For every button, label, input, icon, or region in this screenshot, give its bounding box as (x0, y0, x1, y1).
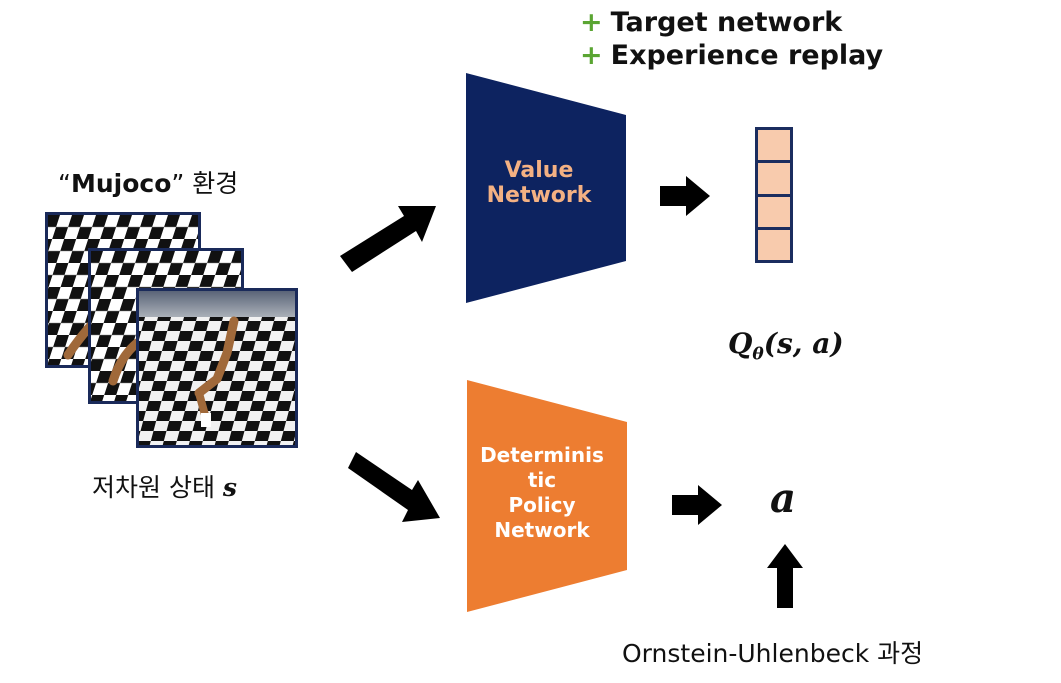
action-symbol: a (770, 475, 796, 522)
state-symbol: s (222, 473, 237, 502)
plus-icon: + (580, 40, 603, 71)
environment-label: “Mujoco” 환경 (58, 169, 239, 198)
q-value-vector (755, 127, 793, 263)
experience-replay-label: +Experience replay (580, 40, 884, 71)
q-value-cell (758, 130, 790, 161)
arrow-to-action-icon (672, 485, 722, 525)
policy-network-label: Determinis tic Policy Network (480, 443, 604, 542)
q-function-label: Qθ(s, a) (728, 327, 844, 365)
state-label: 저차원 상태 s (92, 473, 237, 502)
q-value-cell (758, 163, 790, 194)
target-network-label: +Target network (580, 7, 843, 38)
noise-arrow-up-icon (767, 544, 803, 608)
policy-network-shape (467, 380, 627, 612)
value-network-shape (466, 73, 626, 303)
env-frame-front (136, 288, 298, 448)
q-value-cell (758, 229, 790, 260)
q-value-cell (758, 196, 790, 227)
plus-icon: + (580, 7, 603, 38)
arrow-to-value-network-icon (340, 206, 436, 272)
value-network-label: Value Network (486, 158, 592, 208)
environment-name: Mujoco (70, 169, 172, 198)
arrow-to-policy-network-icon (348, 452, 440, 522)
arrow-to-q-output-icon (660, 176, 710, 216)
noise-process-label: Ornstein-Uhlenbeck 과정 (622, 639, 924, 668)
